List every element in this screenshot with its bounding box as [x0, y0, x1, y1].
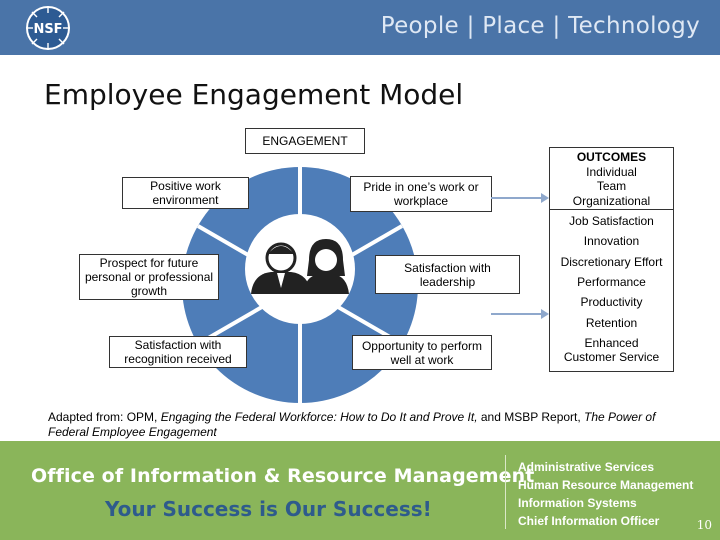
outcome-item: Productivity: [580, 295, 643, 309]
driver-pride: Pride in one’s work or workplace: [350, 176, 492, 212]
outcomes-level-individual: Individual: [586, 164, 637, 179]
unit-item: Human Resource Management: [518, 478, 694, 492]
driver-opportunity: Opportunity to perform well at work: [352, 335, 492, 370]
driver-leadership: Satisfaction with leadership: [375, 255, 520, 294]
unit-item: Administrative Services: [518, 460, 655, 474]
outcomes-level-organizational: Organizational: [572, 193, 651, 208]
header-bar: NSF People | Place | Technology: [0, 0, 720, 55]
outcomes-level-team: Team: [596, 179, 627, 193]
driver-positive-work-environment: Positive work environment: [122, 177, 249, 209]
outcome-item: Job Satisfaction: [569, 214, 654, 228]
people-icon: [245, 214, 355, 324]
arrow-right-icon: [491, 309, 549, 319]
outcomes-heading: OUTCOMES: [576, 150, 647, 164]
outcomes-header: OUTCOMES Individual Team Organizational: [550, 148, 673, 210]
source-title-2: The Power of Federal Employee Engagement: [48, 410, 656, 439]
source-prefix: Adapted from: OPM,: [48, 410, 161, 424]
outcome-item: Discretionary Effort: [560, 255, 663, 269]
outcome-item: Performance: [577, 275, 646, 289]
outcome-item: Retention: [585, 316, 638, 330]
driver-prospect-growth: Prospect for future personal or professi…: [79, 254, 219, 300]
footer-units: Administrative Services Human Resource M…: [518, 458, 693, 530]
outcome-item: Enhanced Customer Service: [563, 336, 660, 364]
source-middle: and MSBP Report,: [477, 410, 585, 424]
page-title: Employee Engagement Model: [44, 78, 464, 111]
source-citation: Adapted from: OPM, Engaging the Federal …: [48, 410, 688, 440]
footer-bar: Office of Information & Resource Managem…: [0, 441, 720, 540]
driver-recognition: Satisfaction with recognition received: [109, 336, 247, 368]
header-tagline: People | Place | Technology: [380, 13, 700, 39]
unit-item: Information Systems: [518, 496, 637, 510]
office-motto: Your Success is Our Success!: [105, 497, 432, 521]
office-name: Office of Information & Resource Managem…: [31, 465, 535, 487]
outcome-item: Innovation: [583, 234, 640, 248]
logo-text: NSF: [33, 22, 62, 37]
footer-divider: [505, 455, 506, 529]
unit-item: Chief Information Officer: [518, 514, 660, 528]
engagement-label: ENGAGEMENT: [245, 128, 365, 154]
outcomes-panel: OUTCOMES Individual Team Organizational …: [549, 147, 674, 372]
nsf-logo-icon: NSF: [26, 6, 70, 50]
source-title-1: Engaging the Federal Workforce: How to D…: [160, 410, 478, 424]
arrow-right-icon: [491, 193, 549, 203]
page-number: 10: [696, 518, 712, 532]
